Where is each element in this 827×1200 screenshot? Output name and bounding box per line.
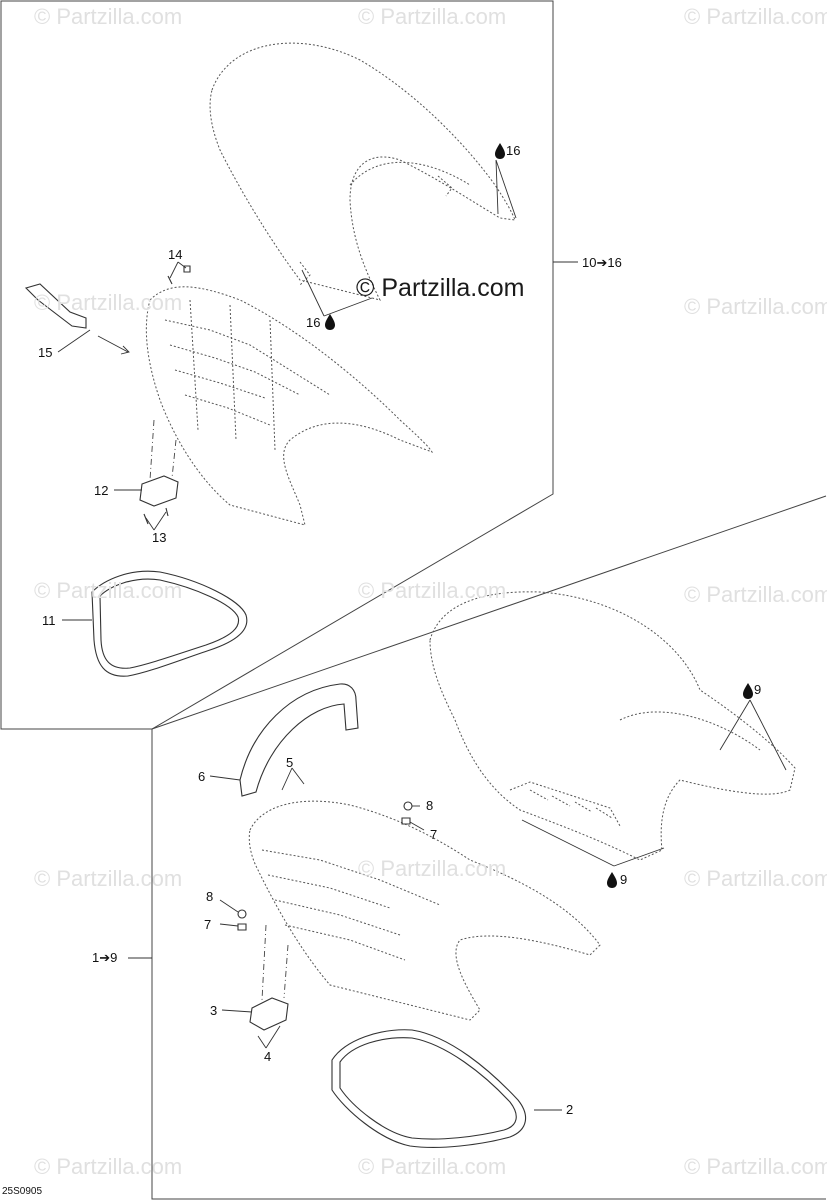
droplet-icon — [743, 683, 753, 699]
callout-12: 12 — [94, 483, 109, 498]
part-8-washer-a — [403, 801, 413, 811]
part-8-washer-b — [237, 909, 247, 919]
group-label-lower: 1➔9 — [92, 950, 118, 965]
part-3-latch — [249, 997, 289, 1031]
lower-seat-cover — [429, 591, 796, 861]
watermark: © Partzilla.com — [34, 1154, 183, 1179]
callout-14: 14 — [168, 247, 183, 262]
droplet-icon — [607, 872, 617, 888]
callout-6: 6 — [198, 769, 206, 784]
callout-16: 16 — [306, 315, 321, 330]
part-7-nut-b — [237, 923, 247, 931]
callout-2: 2 — [566, 1102, 574, 1117]
watermark: © Partzilla.com — [358, 856, 507, 881]
droplet-icon — [325, 314, 335, 330]
watermark: © Partzilla.com — [684, 1154, 827, 1179]
drawing-code: 25S0905 — [2, 1186, 43, 1197]
watermark: © Partzilla.com — [358, 578, 507, 603]
callout-7: 7 — [204, 917, 212, 932]
watermark: © Partzilla.com — [684, 866, 827, 891]
part-15-strap — [24, 283, 87, 329]
callout-9: 9 — [620, 872, 628, 887]
lower-seat-frame — [248, 800, 601, 1021]
callout-8: 8 — [206, 889, 214, 904]
callout-16: 16 — [506, 143, 521, 158]
watermark: © Partzilla.com — [34, 578, 183, 603]
callout-15: 15 — [38, 345, 53, 360]
callout-3: 3 — [210, 1003, 218, 1018]
main-watermark: © Partzilla.com — [356, 274, 525, 302]
droplet-icon — [495, 143, 505, 159]
callout-4: 4 — [264, 1049, 272, 1064]
callout-11: 11 — [42, 613, 56, 628]
watermark: © Partzilla.com — [34, 290, 183, 315]
watermark: © Partzilla.com — [684, 582, 827, 607]
part-15-arrow — [97, 335, 129, 353]
watermark: © Partzilla.com — [358, 4, 507, 29]
upper-seat-frame — [145, 286, 434, 526]
watermark: © Partzilla.com — [34, 866, 183, 891]
watermark: © Partzilla.com — [358, 1154, 507, 1179]
part-2-seal — [331, 1029, 527, 1148]
watermark: © Partzilla.com — [684, 294, 827, 319]
part-12-latch — [139, 475, 179, 507]
part-11-seal — [91, 570, 248, 677]
callout-8: 8 — [426, 798, 434, 813]
upper-assembly-frame — [0, 0, 554, 730]
callout-7: 7 — [430, 827, 438, 842]
watermark: © Partzilla.com — [684, 4, 827, 29]
watermark: © Partzilla.com — [34, 4, 183, 29]
part-14-fastener — [167, 265, 191, 285]
upper-seat-cover — [209, 42, 516, 301]
callout-5: 5 — [286, 755, 294, 770]
callout-13: 13 — [152, 530, 167, 545]
callout-9: 9 — [754, 682, 762, 697]
group-label-upper: 10➔16 — [582, 255, 622, 270]
part-6-strap — [239, 683, 359, 797]
part-7-nut-a — [401, 817, 411, 825]
lower-assembly-frame — [151, 495, 827, 1200]
